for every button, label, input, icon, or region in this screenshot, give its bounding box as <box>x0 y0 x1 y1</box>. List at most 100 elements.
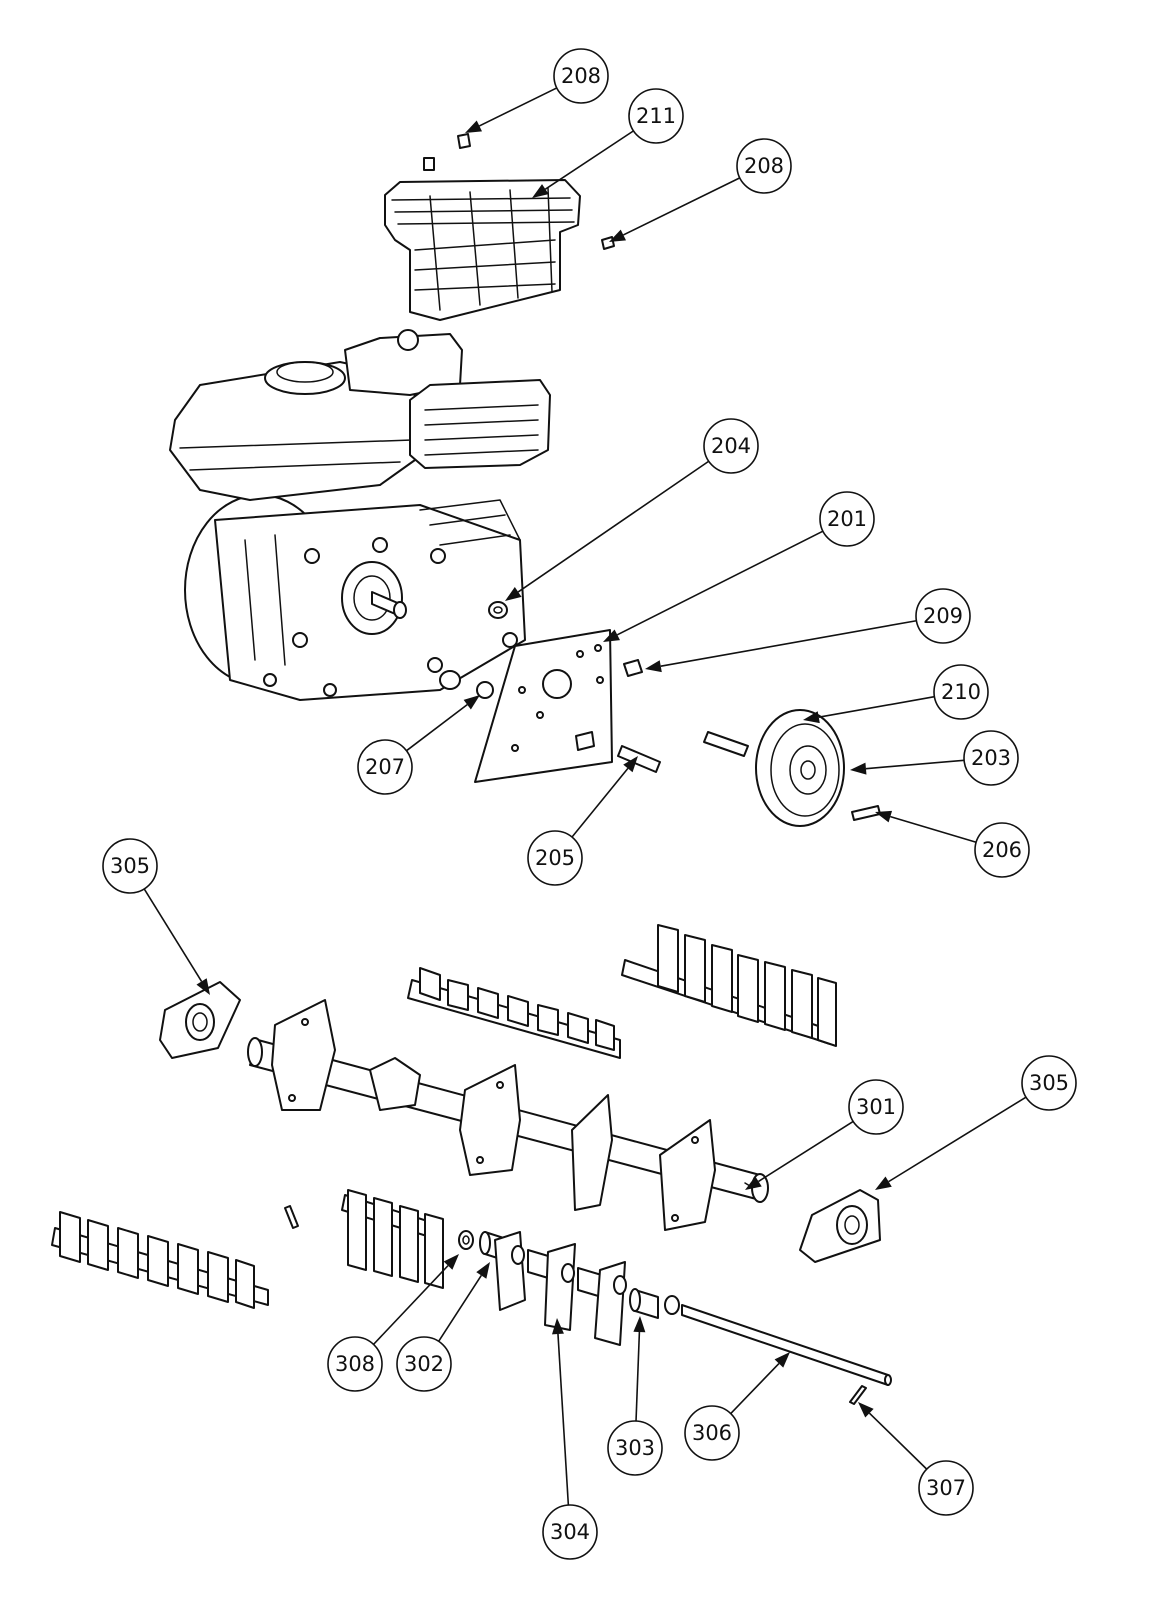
balloon-label: 303 <box>615 1436 655 1460</box>
leader-line <box>758 1120 854 1183</box>
balloon-label: 302 <box>404 1352 444 1376</box>
leader-line <box>865 759 965 770</box>
leader-line <box>437 1274 482 1342</box>
callout-211: 211 <box>532 88 684 198</box>
callout-203: 203 <box>850 730 1019 786</box>
balloon-label: 203 <box>971 746 1011 770</box>
callout-305: 305 <box>875 1055 1077 1190</box>
leader-arrowhead <box>774 1352 790 1368</box>
rod-306 <box>681 1304 892 1386</box>
key-206 <box>851 805 881 821</box>
balloon-label: 307 <box>926 1476 966 1500</box>
callout-210: 210 <box>803 664 989 724</box>
balloon-label: 210 <box>941 680 981 704</box>
leader-arrowhead <box>875 1176 892 1190</box>
leader-line <box>517 460 710 593</box>
callout-303: 303 <box>607 1316 663 1476</box>
washer-303b <box>664 1295 680 1315</box>
leader-arrowhead <box>875 810 893 823</box>
leader-line <box>406 704 468 752</box>
leader-line <box>479 87 558 127</box>
screw-208-left <box>423 157 435 171</box>
balloon-label: 208 <box>561 64 601 88</box>
callout-205: 205 <box>527 756 638 886</box>
balloon-circle <box>542 1504 598 1560</box>
balloon-label: 204 <box>711 434 751 458</box>
nut-207 <box>476 681 494 699</box>
leader-line <box>616 530 824 636</box>
callout-208: 208 <box>465 48 609 133</box>
callout-209: 209 <box>645 588 971 673</box>
key-205 <box>617 745 661 773</box>
balloon-label: 208 <box>744 154 784 178</box>
callout-207: 207 <box>357 695 480 795</box>
leader-arrowhead <box>803 711 820 724</box>
balloon-circle <box>327 1336 383 1392</box>
callout-302: 302 <box>396 1262 490 1392</box>
callouts: 208 211 208 204 201 209 210 203 207 205 206 305 305 3… <box>102 48 1077 1560</box>
leader-line <box>544 130 634 190</box>
balloon-label: 305 <box>110 854 150 878</box>
muffler-guard <box>384 179 581 321</box>
callout-304: 304 <box>542 1318 598 1560</box>
balloon-label: 306 <box>692 1421 732 1445</box>
balloon-circle <box>736 138 792 194</box>
leader-arrowhead <box>623 756 638 773</box>
leader-line <box>571 767 629 838</box>
callout-305: 305 <box>102 838 210 995</box>
bearing-305-left <box>159 981 241 1059</box>
balloon-circle <box>974 822 1030 878</box>
leader-arrowhead <box>463 695 480 710</box>
callout-201: 201 <box>603 491 875 642</box>
leader-arrowhead <box>645 660 662 673</box>
balloon-label: 211 <box>636 104 676 128</box>
leader-arrowhead <box>603 629 620 642</box>
callout-306: 306 <box>684 1352 790 1461</box>
balloon-circle <box>703 418 759 474</box>
balloon-label: 209 <box>923 604 963 628</box>
balloon-label: 206 <box>982 838 1022 862</box>
tine-shaft <box>247 999 769 1231</box>
leader-arrowhead <box>196 978 210 995</box>
balloon-circle <box>915 588 971 644</box>
leader-arrowhead <box>858 1402 874 1418</box>
bolt-209 <box>623 659 643 677</box>
screw-208-top <box>457 133 471 149</box>
leader-arrowhead <box>551 1318 564 1335</box>
leader-line <box>660 619 917 667</box>
leader-arrowhead <box>532 184 549 198</box>
leader-line <box>818 695 935 718</box>
leader-arrowhead <box>633 1316 646 1333</box>
washer-204 <box>488 601 508 619</box>
balloon-label: 207 <box>365 755 405 779</box>
nut-upper <box>502 632 518 648</box>
balloon-circle <box>918 1460 974 1516</box>
washer-308 <box>458 1230 474 1250</box>
leader-arrowhead <box>476 1262 490 1279</box>
balloon-circle <box>527 830 583 886</box>
balloon-circle <box>607 1420 663 1476</box>
shaft-pin <box>703 731 749 757</box>
balloon-circle <box>396 1336 452 1392</box>
balloon-circle <box>102 838 158 894</box>
bearing-305-right <box>799 1189 881 1263</box>
pin-small <box>284 1205 299 1229</box>
leader-line <box>623 177 741 236</box>
balloon-circle <box>357 739 413 795</box>
balloon-circle <box>628 88 684 144</box>
balloon-circle <box>933 664 989 720</box>
leader-arrowhead <box>609 229 627 242</box>
leader-line <box>890 815 977 844</box>
leader-arrowhead <box>465 120 483 133</box>
balloon-label: 305 <box>1029 1071 1069 1095</box>
leader-line <box>868 1412 928 1470</box>
tine-set-upper-right <box>621 924 837 1047</box>
callout-206: 206 <box>875 810 1030 878</box>
leader-line <box>372 1265 449 1345</box>
callout-208: 208 <box>609 138 792 242</box>
balloon-circle <box>963 730 1019 786</box>
balloon-circle <box>1021 1055 1077 1111</box>
tine-set-lower-left <box>51 1211 269 1309</box>
